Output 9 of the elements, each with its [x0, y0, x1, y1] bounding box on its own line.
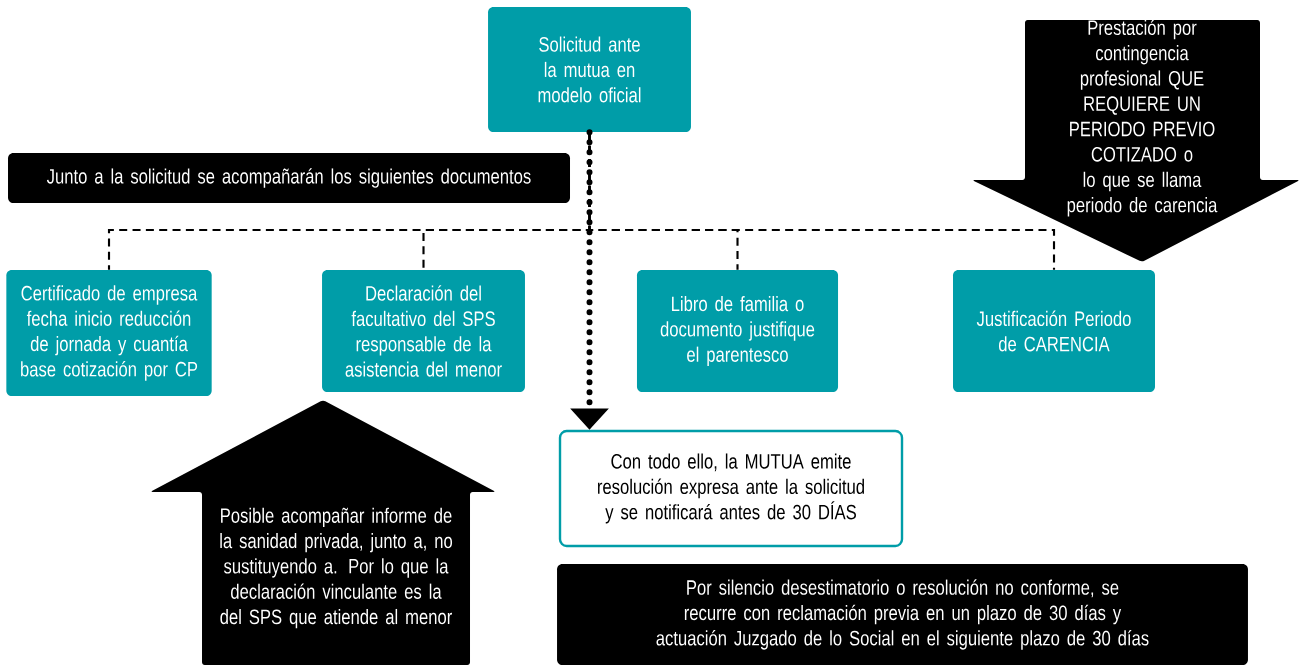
connector	[588, 132, 1056, 270]
document-box: Libro de familia o documento justifique el parentesco	[636, 270, 839, 392]
document-box: Justificación Periodo de CARENCIA	[953, 270, 1155, 392]
document-box: Solicitud ante la mutua en modelo oficial	[488, 6, 691, 133]
document-box: Certificado de empresa fecha inicio reducción de jornada y cuantía base cotización por CP	[6, 270, 212, 396]
note-box: Por silencio desestimatorio o resolución no conforme, se recurre con reclamación previa en un plazo de 30 días y actuación Juzgado de lo Social en el siguiente plazo de 30 días	[557, 563, 1248, 666]
result-box: Con todo ello, la MUTUA emite resolución expresa ante la solicitud y se notificará antes de 30 DÍAS	[558, 429, 904, 548]
note-box: Junto a la solicitud se acompañarán los siguientes documentos	[8, 153, 570, 203]
document-box: Declaración del facultativo del SPS responsable de la asistencia del menor	[322, 270, 525, 392]
